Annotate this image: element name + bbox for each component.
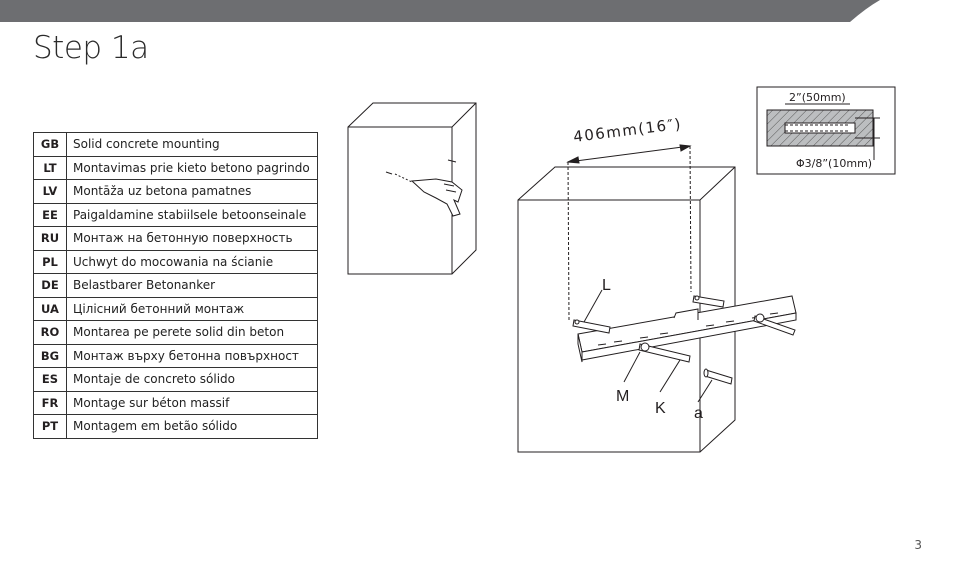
language-text: Montagem em betão sólido [66, 414, 318, 439]
drill-icon [394, 173, 463, 217]
label-M: M [616, 388, 629, 405]
wall-illustration [517, 166, 736, 453]
language-code: PL [33, 249, 67, 274]
language-code: BG [33, 343, 67, 368]
spacing-label: 406mm(16″) [572, 115, 683, 146]
page-number: 3 [914, 538, 922, 552]
language-text: Montarea pe perete solid din beton [66, 320, 318, 345]
language-code: DE [33, 273, 67, 298]
language-text: Uchwyt do mocowania na ścianie [66, 249, 318, 274]
language-text: Montāža uz betona pamatnes [66, 179, 318, 204]
language-code: ES [33, 367, 67, 392]
diameter-label: Φ3/8”(10mm) [796, 157, 872, 170]
language-text: Belastbarer Betonanker [66, 273, 318, 298]
language-text: Цілісний бетонний монтаж [66, 296, 318, 321]
depth-label: 2”(50mm) [789, 91, 846, 104]
language-code: UA [33, 296, 67, 321]
drill-hole-mark [385, 159, 457, 175]
language-text: Solid concrete mounting [66, 132, 318, 157]
label-a: a [694, 405, 703, 422]
language-code: PT [33, 414, 67, 439]
page-title: Step 1a [33, 30, 149, 66]
language-code: RO [33, 320, 67, 345]
label-L: L [602, 277, 611, 294]
anchor-a [703, 368, 733, 385]
drilling-illustration [347, 102, 477, 275]
language-code: FR [33, 390, 67, 415]
language-code: RU [33, 226, 67, 251]
header-bar [0, 0, 880, 22]
language-text: Montavimas prie kieto betono pagrindo [66, 155, 318, 180]
label-K: K [655, 400, 666, 417]
wall-bracket [577, 295, 797, 363]
bolt-M [638, 343, 691, 363]
spacing-dimension [566, 144, 692, 321]
language-text: Монтаж върху бетонна повърхност [66, 343, 318, 368]
language-text: Montage sur béton massif [66, 390, 318, 415]
language-text: Montaje de concreto sólido [66, 367, 318, 392]
drill-hole-detail [756, 86, 896, 175]
bolts [572, 295, 796, 363]
